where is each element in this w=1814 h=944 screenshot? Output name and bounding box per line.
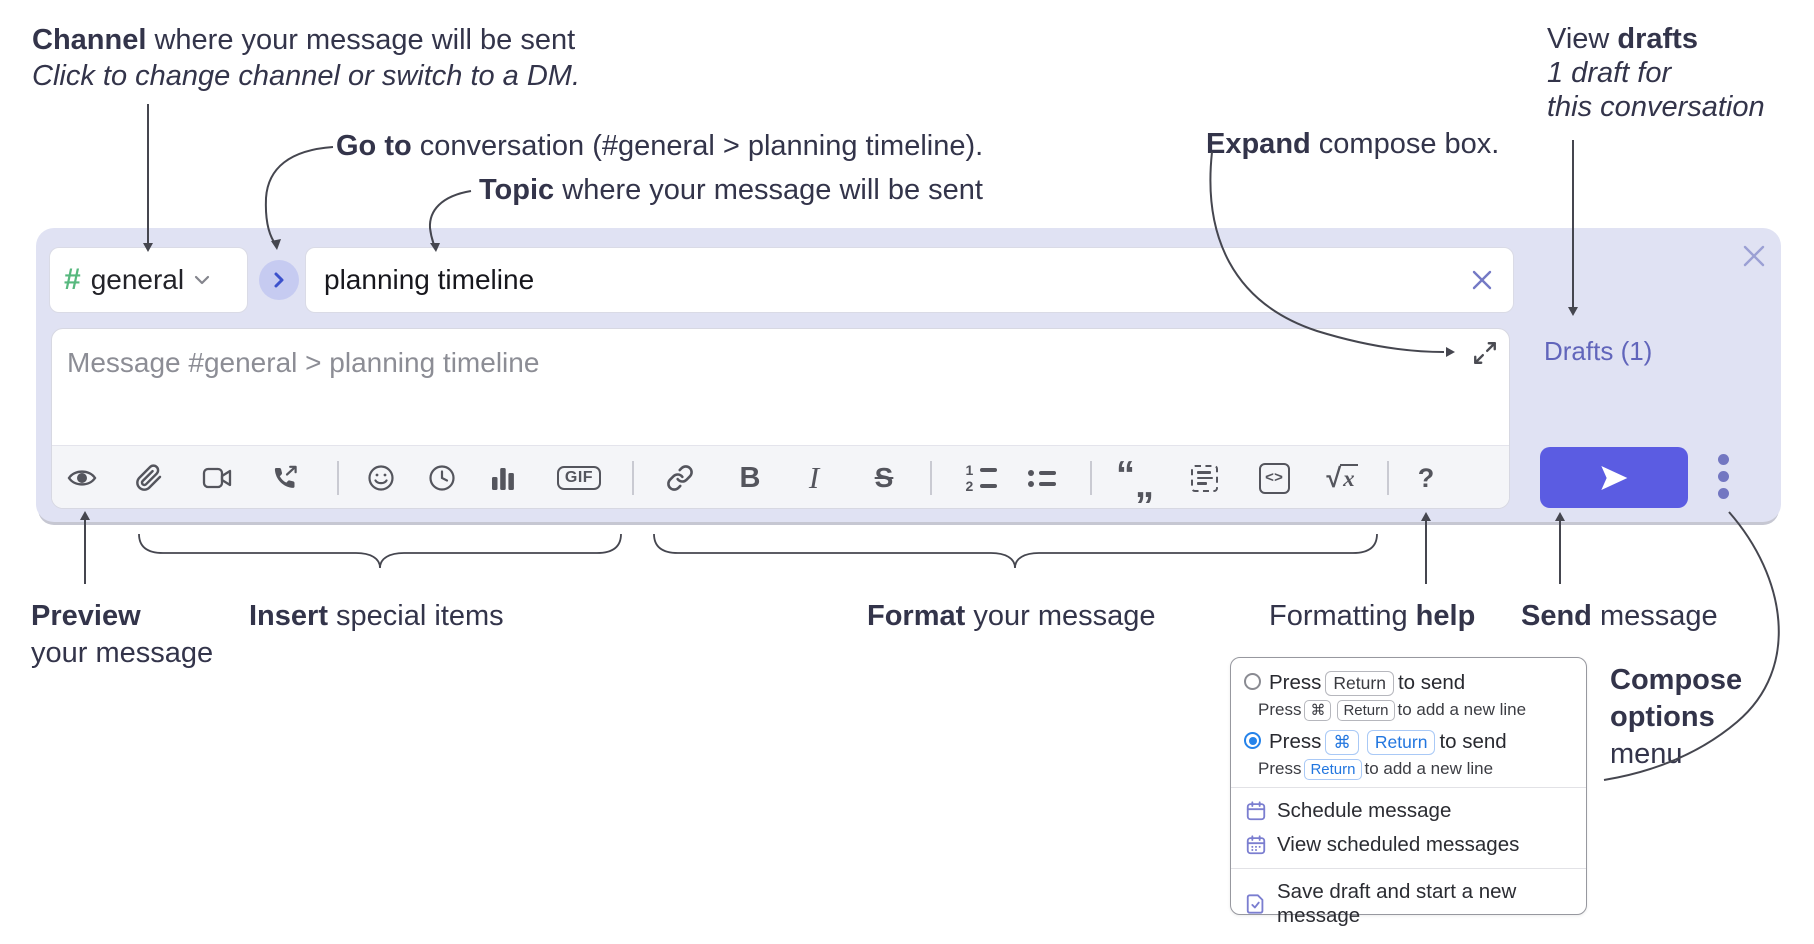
- message-placeholder: Message #general > planning timeline: [67, 347, 540, 378]
- link-icon[interactable]: [658, 456, 702, 500]
- inline-code-icon[interactable]: <>: [1252, 456, 1296, 500]
- poll-chart-icon[interactable]: [481, 456, 525, 500]
- close-icon[interactable]: [1736, 238, 1772, 274]
- send-annotation: Send message: [1521, 600, 1718, 632]
- emoji-icon[interactable]: [359, 456, 403, 500]
- toolbar-divider: [930, 461, 932, 495]
- topic-annotation: Topic where your message will be sent: [479, 174, 983, 206]
- toolbar-divider: [632, 461, 634, 495]
- chevron-right-icon: [274, 272, 284, 288]
- expand-annotation: Expand compose box.: [1206, 128, 1500, 160]
- channel-annotation: Channel where your message will be sent …: [32, 24, 581, 92]
- toolbar-divider: [1387, 461, 1389, 495]
- toolbar-divider: [1090, 461, 1092, 495]
- math-icon[interactable]: √x: [1320, 456, 1364, 500]
- italic-icon[interactable]: I: [808, 460, 820, 495]
- view-scheduled-messages-item[interactable]: View scheduled messages: [1231, 828, 1586, 862]
- format-annotation: Format your message: [867, 600, 1156, 632]
- attach-paperclip-icon[interactable]: [127, 456, 171, 500]
- preview-annotation: Preview your message: [31, 600, 214, 669]
- calendar-dots-icon: [1246, 835, 1266, 855]
- goto-conversation-button[interactable]: [259, 260, 299, 300]
- menu-divider: [1231, 868, 1586, 869]
- clear-topic-icon[interactable]: [1469, 267, 1495, 293]
- radio-unselected-icon[interactable]: [1244, 673, 1261, 690]
- topic-value: planning timeline: [324, 264, 535, 295]
- compose-box: # general planning timeline Drafts (1) M…: [36, 228, 1781, 522]
- insert-annotation: Insert special items: [249, 600, 504, 632]
- huddle-phone-icon[interactable]: [263, 456, 307, 500]
- drafts-annotation: View drafts 1 draft for this conversatio…: [1547, 23, 1765, 123]
- code-block-icon[interactable]: [1182, 456, 1226, 500]
- formatting-help-annotation: Formatting help: [1269, 600, 1476, 632]
- formatting-help-icon[interactable]: ?: [1417, 462, 1435, 493]
- topic-input[interactable]: planning timeline: [305, 247, 1514, 313]
- channel-name: general: [90, 264, 185, 295]
- calendar-icon: [1246, 801, 1266, 821]
- save-draft-item[interactable]: Save draft and start a new message: [1231, 875, 1586, 933]
- recent-clock-icon[interactable]: [420, 456, 464, 500]
- bold-icon[interactable]: B: [739, 461, 761, 494]
- blockquote-icon[interactable]: “„: [1116, 454, 1154, 506]
- gif-icon[interactable]: GIF: [551, 456, 607, 500]
- menu-divider: [1231, 787, 1586, 788]
- video-icon[interactable]: [195, 456, 239, 500]
- send-arrow-icon: [1601, 465, 1628, 490]
- compose-options-kebab-icon[interactable]: [1712, 454, 1734, 499]
- compose-options-annotation: Compose options menu: [1610, 664, 1743, 770]
- message-editor[interactable]: Message #general > planning timeline: [51, 328, 1510, 509]
- bulleted-list-icon[interactable]: [1020, 456, 1064, 500]
- chevron-down-icon: [194, 275, 210, 285]
- send-button[interactable]: [1540, 447, 1688, 508]
- expand-compose-icon[interactable]: [1471, 339, 1499, 367]
- channel-selector[interactable]: # general: [49, 247, 248, 313]
- channel-hash-icon: #: [64, 263, 81, 296]
- schedule-message-item[interactable]: Schedule message: [1231, 794, 1586, 828]
- drafts-link[interactable]: Drafts (1): [1544, 336, 1653, 366]
- strikethrough-icon[interactable]: S: [874, 462, 894, 493]
- goto-annotation: Go to conversation (#general > planning …: [336, 130, 984, 162]
- preview-eye-icon[interactable]: [60, 456, 104, 500]
- radio-selected-icon[interactable]: [1244, 732, 1261, 749]
- draft-check-icon: [1246, 894, 1264, 914]
- toolbar-divider: [337, 461, 339, 495]
